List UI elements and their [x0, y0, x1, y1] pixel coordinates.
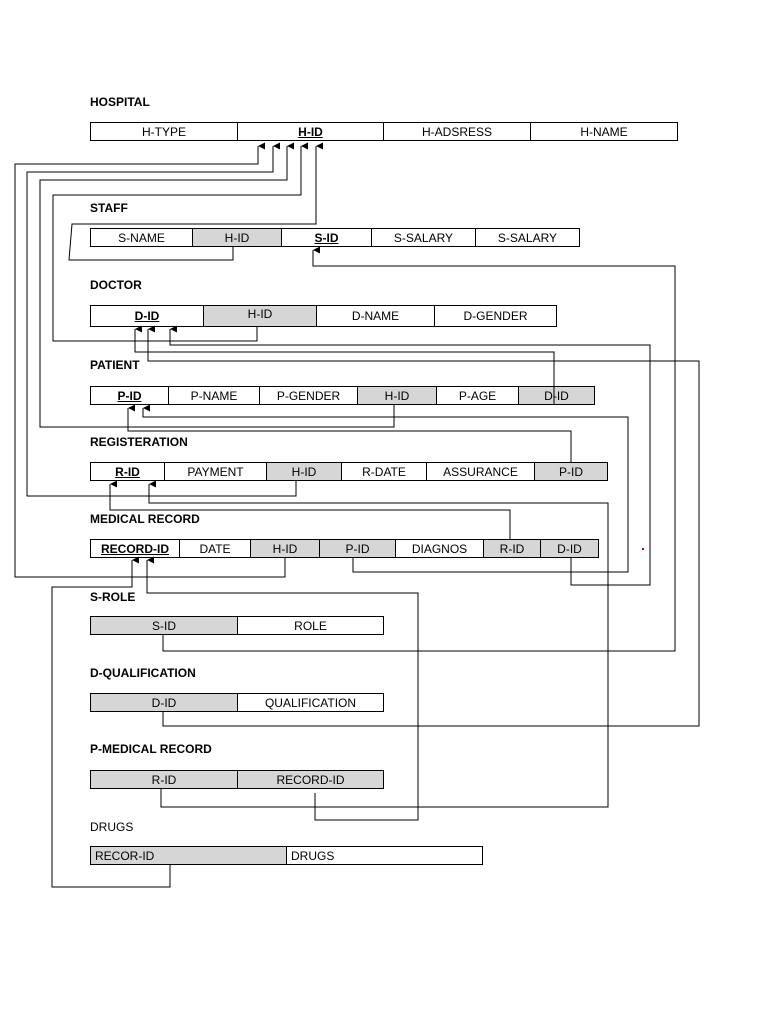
d-qualification-table: D-ID QUALIFICATION	[90, 693, 384, 712]
foreign-key-cell: RECORD-ID	[238, 771, 383, 788]
connector-line	[39, 142, 395, 428]
connector-line	[142, 404, 629, 573]
foreign-key-cell: D-ID	[519, 387, 594, 404]
registeration-table: R-ID PAYMENT H-ID R-DATE ASSURANCE P-ID	[90, 462, 608, 481]
field-cell: D-NAME	[317, 306, 435, 326]
foreign-key-cell: H-ID	[193, 229, 282, 246]
field-cell: S-SALARY	[497, 230, 558, 245]
foreign-key-cell: P-ID	[535, 463, 607, 480]
patient-title: PATIENT	[90, 358, 140, 372]
connector-line	[52, 142, 308, 342]
connector-line	[127, 404, 572, 462]
field-cell: P-GENDER	[260, 387, 358, 404]
foreign-key-cell: H-ID	[204, 306, 317, 326]
doctor-title: DOCTOR	[90, 278, 142, 292]
stray-dot	[642, 548, 644, 550]
foreign-key-cell: H-ID	[251, 540, 320, 557]
hospital-title: HOSPITAL	[90, 95, 150, 109]
connector-line	[14, 142, 286, 578]
primary-key-cell: R-ID	[91, 463, 165, 480]
field-cell: S-SALARY	[372, 229, 476, 246]
primary-key-cell: P-ID	[91, 387, 169, 404]
field-cell: R-DATE	[342, 463, 427, 480]
registeration-title: REGISTERATION	[90, 435, 188, 449]
staff-title: STAFF	[90, 201, 128, 215]
s-role-table: S-ID ROLE	[90, 616, 384, 635]
foreign-key-cell: H-ID	[358, 387, 437, 404]
staff-table: S-NAME H-ID S-ID S-SALARY S-SALARY	[90, 228, 580, 247]
doctor-table: D-ID H-ID D-NAME D-GENDER	[90, 305, 557, 327]
field-cell: ASSURANCE	[427, 463, 535, 480]
field-cell: DATE	[180, 540, 251, 557]
connector-line	[169, 325, 651, 586]
foreign-key-cell: RECOR-ID	[91, 847, 287, 864]
foreign-key-cell: P-ID	[320, 540, 396, 557]
connector-line	[68, 142, 323, 261]
field-cell: P-AGE	[437, 387, 519, 404]
foreign-key-cell: R-ID	[91, 771, 238, 788]
p-medical-record-table: R-ID RECORD-ID	[90, 770, 384, 789]
foreign-key-cell: D-ID	[91, 694, 238, 711]
d-qualification-title: D-QUALIFICATION	[90, 666, 196, 680]
connector-line	[162, 246, 676, 652]
connector-line	[51, 556, 171, 888]
medical-record-title: MEDICAL RECORD	[90, 512, 200, 526]
connector-line	[148, 480, 609, 808]
connector-line	[134, 325, 555, 405]
medical-record-table: RECORD-ID DATE H-ID P-ID DIAGNOS R-ID D-…	[90, 539, 599, 558]
p-medical-record-title: P-MEDICAL RECORD	[90, 742, 212, 756]
primary-key-cell: S-ID	[282, 229, 372, 246]
connector-line	[109, 480, 511, 539]
field-cell: D-GENDER	[463, 309, 528, 323]
primary-key-cell: D-ID	[91, 306, 204, 326]
field-cell: P-NAME	[169, 387, 260, 404]
foreign-key-cell: H-ID	[267, 463, 342, 480]
field-cell: H-NAME	[580, 124, 628, 139]
s-role-title: S-ROLE	[90, 590, 136, 604]
primary-key-cell: RECORD-ID	[91, 540, 180, 557]
drugs-title: DRUGS	[90, 820, 134, 834]
drugs-table: RECOR-ID DRUGS	[90, 846, 483, 865]
field-cell: S-NAME	[91, 229, 193, 246]
hospital-table: H-TYPE H-ID H-ADSRESS H-NAME	[90, 122, 678, 141]
field-cell: DIAGNOS	[396, 540, 484, 557]
field-cell: QUALIFICATION	[264, 695, 357, 710]
field-cell: DRUGS	[291, 848, 335, 863]
connector-line	[26, 142, 297, 497]
patient-table: P-ID P-NAME P-GENDER H-ID P-AGE D-ID	[90, 386, 595, 405]
foreign-key-cell: D-ID	[541, 540, 598, 557]
field-cell: PAYMENT	[165, 463, 267, 480]
field-cell: H-TYPE	[91, 123, 238, 140]
connector-line	[147, 325, 700, 727]
field-cell: H-ADSRESS	[384, 123, 531, 140]
field-cell: ROLE	[294, 618, 327, 633]
primary-key-cell: H-ID	[238, 123, 384, 140]
foreign-key-cell: S-ID	[91, 617, 238, 634]
connector-line	[146, 556, 419, 821]
foreign-key-cell: R-ID	[484, 540, 541, 557]
